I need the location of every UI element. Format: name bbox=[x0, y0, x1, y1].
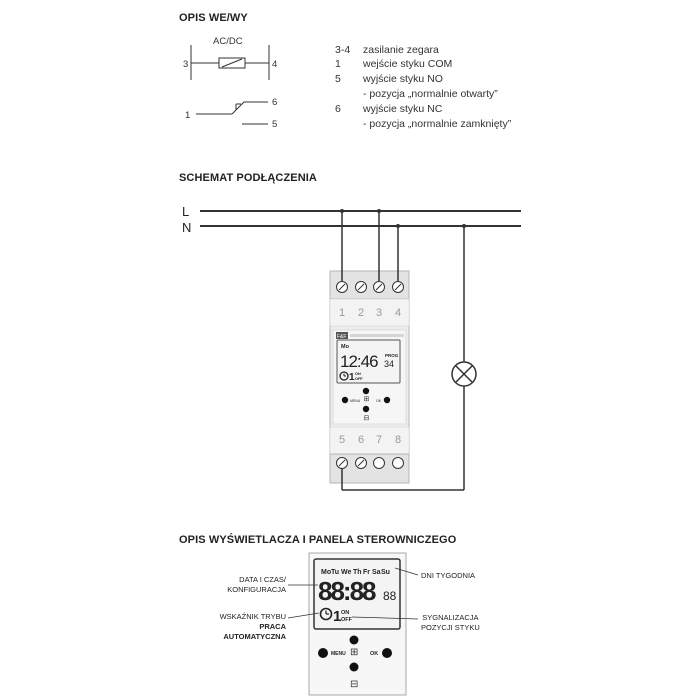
day-we: We bbox=[341, 569, 351, 576]
device-btn-minus bbox=[362, 405, 370, 413]
legend-code: 5 bbox=[335, 73, 341, 85]
lcd-seconds: 34 bbox=[384, 359, 394, 369]
lcd-days: Mo Tu We Th Fr Sa Su bbox=[321, 569, 390, 576]
bottom-terminal-screws bbox=[336, 457, 404, 469]
device-btn-ok-label: OK bbox=[376, 399, 382, 403]
callout-contact: SYGNALIZACJA POZYCJI STYKU bbox=[421, 613, 480, 632]
device-lcd bbox=[336, 339, 401, 384]
legend-code: 1 bbox=[335, 58, 341, 70]
device-btn-ok bbox=[383, 396, 391, 404]
panel-btn-minus bbox=[349, 662, 359, 672]
day-fr: Fr bbox=[363, 569, 370, 576]
callout-mode-line3: AUTOMATYCZNA bbox=[223, 632, 286, 641]
svg-text:⊟: ⊟ bbox=[350, 679, 358, 690]
legend-text: - pozycja „normalnie otwarty” bbox=[363, 88, 498, 100]
legend-text: wyjście styku NC bbox=[363, 103, 443, 115]
lcd-channel: 1 bbox=[333, 608, 341, 625]
panel-btn-menu-label: MENU bbox=[331, 651, 346, 657]
lcd-main-digits: 88:88 bbox=[318, 576, 376, 606]
svg-text:⊞: ⊞ bbox=[364, 396, 370, 403]
terminal-num-7: 7 bbox=[376, 434, 382, 446]
callout-mode: WSKAŹNIK TRYBU PRACA AUTOMATYCZNA bbox=[204, 612, 286, 642]
legend-text: zasilanie zegara bbox=[363, 44, 439, 56]
lcd-off: OFF bbox=[355, 377, 363, 381]
legend-text: wyjście styku NO bbox=[363, 73, 443, 85]
panel-buttons: ⊞ MENU OK ⊟ bbox=[318, 635, 392, 690]
terminal-num-2: 2 bbox=[358, 307, 364, 319]
day-tu: Tu bbox=[331, 569, 339, 576]
device-logo bbox=[336, 332, 348, 339]
section-title-io: OPIS WE/WY bbox=[179, 12, 248, 24]
lcd-off: OFF bbox=[341, 617, 353, 623]
day-th: Th bbox=[353, 569, 362, 576]
callout-date-time: DATA I CZAS/ KONFIGURACJA bbox=[227, 575, 286, 594]
terminal-num-3: 3 bbox=[376, 307, 382, 319]
device-btn-menu-label: MENU bbox=[350, 399, 361, 403]
lcd-on: ON bbox=[355, 372, 361, 376]
device-logo-text: F&F bbox=[337, 334, 346, 340]
lcd-small-digits: 88 bbox=[383, 589, 397, 603]
svg-text:⊞: ⊞ bbox=[350, 647, 358, 658]
io-legend: 3-4 zasilanie zegara 1 wejście styku COM 5… bbox=[335, 44, 595, 134]
section-title-display: OPIS WYŚWIETLACZA I PANELA STEROWNICZEGO bbox=[179, 534, 457, 546]
line-n-label: N bbox=[182, 220, 191, 235]
lcd-channel: 1 bbox=[349, 372, 355, 383]
terminal-num-8: 8 bbox=[395, 434, 401, 446]
callout-mode-line2: PRACA bbox=[259, 622, 286, 631]
lcd-time: 12:46 bbox=[340, 352, 378, 371]
panel-btn-plus bbox=[349, 635, 359, 645]
terminal-num-4: 4 bbox=[395, 307, 401, 319]
lcd-day: Mo bbox=[341, 344, 350, 350]
device-buttons: ⊞ MENU OK ⊟ bbox=[341, 387, 391, 422]
terminal-num-1: 1 bbox=[339, 307, 345, 319]
panel-lcd bbox=[313, 558, 401, 630]
legend-code: 6 bbox=[335, 103, 341, 115]
day-mo: Mo bbox=[321, 569, 331, 576]
lcd-clock-icon bbox=[319, 607, 333, 621]
day-sa: Sa bbox=[372, 569, 381, 576]
callout-days: DNI TYGODNIA bbox=[421, 571, 476, 580]
legend-text: - pozycja „normalnie zamknięty” bbox=[363, 118, 512, 130]
lcd-clock-icon bbox=[339, 371, 349, 381]
lcd-prog: PROG bbox=[385, 353, 399, 358]
terminal-num-6: 6 bbox=[358, 434, 364, 446]
line-l-label: L bbox=[182, 204, 189, 219]
device-btn-plus bbox=[362, 387, 370, 395]
panel-btn-ok-label: OK bbox=[370, 651, 378, 657]
callout-mode-line1: WSKAŹNIK TRYBU bbox=[219, 612, 286, 621]
panel-btn-ok bbox=[382, 648, 392, 658]
lcd-on: ON bbox=[341, 610, 349, 616]
legend-text: wejście styku COM bbox=[363, 58, 453, 70]
device-btn-menu bbox=[341, 396, 349, 404]
panel-btn-menu bbox=[318, 648, 328, 658]
svg-text:⊟: ⊟ bbox=[364, 415, 370, 422]
section-title-wiring: SCHEMAT PODŁĄCZENIA bbox=[179, 172, 317, 184]
top-terminal-screws bbox=[336, 281, 404, 293]
day-su: Su bbox=[381, 569, 390, 576]
legend-code: 3-4 bbox=[335, 44, 351, 56]
terminal-num-5: 5 bbox=[339, 434, 345, 446]
